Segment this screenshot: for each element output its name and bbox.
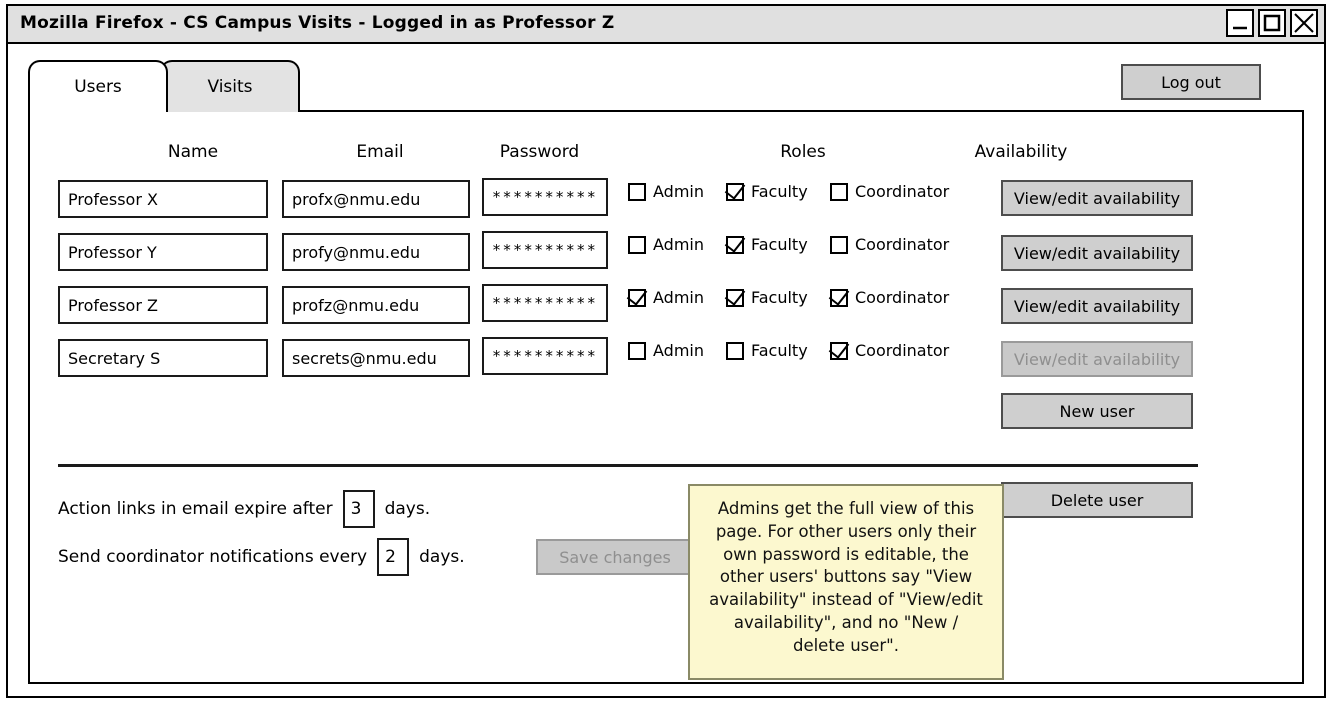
checkbox-coordinator-box <box>830 288 848 307</box>
email-field[interactable]: profy@nmu.edu <box>282 233 470 271</box>
role-label-admin: Admin <box>653 235 704 254</box>
password-field[interactable]: ********** <box>482 231 608 269</box>
role-checkbox-faculty[interactable]: Faculty <box>726 288 808 307</box>
view-edit-availability-button-disabled: View/edit availability <box>1001 341 1193 377</box>
availability-label: View/edit availability <box>1013 243 1181 263</box>
close-icon[interactable] <box>1290 9 1318 37</box>
sticky-note: Admins get the full view of this page. F… <box>688 484 1004 680</box>
role-checkbox-coordinator[interactable]: Coordinator <box>830 235 949 254</box>
minimize-icon[interactable] <box>1226 9 1254 37</box>
sticky-note-text: Admins get the full view of this page. F… <box>709 499 983 655</box>
notify-prefix-label: Send coordinator notifications every <box>58 547 368 567</box>
role-label-faculty: Faculty <box>751 182 808 201</box>
logout-button[interactable]: Log out <box>1121 64 1261 100</box>
role-checkbox-admin[interactable]: Admin <box>628 235 704 254</box>
browser-window: Mozilla Firefox - CS Campus Visits - Log… <box>6 4 1326 698</box>
availability-label: View/edit availability <box>1013 188 1181 208</box>
tab-users-label: Users <box>74 77 122 97</box>
view-edit-availability-button[interactable]: View/edit availability <box>1001 235 1193 271</box>
tab-visits[interactable]: Visits <box>160 60 300 112</box>
role-label-coordinator: Coordinator <box>855 341 950 360</box>
name-field[interactable]: Professor X <box>58 180 268 218</box>
checkbox-faculty-box <box>726 341 744 360</box>
checkbox-admin-box <box>628 182 646 201</box>
email-field[interactable]: secrets@nmu.edu <box>282 339 470 377</box>
notify-days-input[interactable]: 2 <box>377 538 410 576</box>
password-field[interactable]: ********** <box>482 337 608 375</box>
new-user-label: New user <box>1059 401 1135 421</box>
name-field[interactable]: Professor Y <box>58 233 268 271</box>
name-field[interactable]: Secretary S <box>58 339 268 377</box>
role-label-coordinator: Coordinator <box>855 235 950 254</box>
section-divider <box>58 464 1198 467</box>
view-edit-availability-button[interactable]: View/edit availability <box>1001 288 1193 324</box>
email-field[interactable]: profx@nmu.edu <box>282 180 470 218</box>
role-checkbox-coordinator[interactable]: Coordinator <box>830 288 949 307</box>
maximize-icon[interactable] <box>1258 9 1286 37</box>
checkbox-admin-box <box>628 288 646 307</box>
role-label-coordinator: Coordinator <box>855 288 950 307</box>
expire-prefix-label: Action links in email expire after <box>58 499 333 519</box>
column-header-email: Email <box>356 142 404 162</box>
checkbox-coordinator-box <box>830 182 848 201</box>
role-checkbox-faculty[interactable]: Faculty <box>726 182 808 201</box>
role-label-admin: Admin <box>653 182 704 201</box>
tab-users[interactable]: Users <box>28 60 168 112</box>
checkbox-faculty-box <box>726 182 744 201</box>
column-header-availability: Availability <box>974 142 1068 162</box>
active-tab-merge-strip <box>30 108 166 116</box>
checkbox-admin-box <box>628 235 646 254</box>
role-checkbox-admin[interactable]: Admin <box>628 288 704 307</box>
column-header-password: Password <box>499 142 580 162</box>
password-field[interactable]: ********** <box>482 284 608 322</box>
role-label-admin: Admin <box>653 341 704 360</box>
role-checkbox-admin[interactable]: Admin <box>628 341 704 360</box>
checkbox-faculty-box <box>726 235 744 254</box>
role-label-faculty: Faculty <box>751 288 808 307</box>
expire-setting-row: Action links in email expire after 3 day… <box>58 490 430 528</box>
column-header-name: Name <box>167 142 219 162</box>
delete-user-label: Delete user <box>1050 490 1144 510</box>
delete-user-button[interactable]: Delete user <box>1001 482 1193 518</box>
title-bar: Mozilla Firefox - CS Campus Visits - Log… <box>8 6 1324 44</box>
availability-label: View/edit availability <box>1013 349 1181 369</box>
role-checkbox-coordinator[interactable]: Coordinator <box>830 182 949 201</box>
notify-suffix-label: days. <box>419 547 465 567</box>
checkbox-coordinator-box <box>830 235 848 254</box>
role-label-coordinator: Coordinator <box>855 182 950 201</box>
checkbox-admin-box <box>628 341 646 360</box>
checkbox-coordinator-box <box>830 341 848 360</box>
save-changes-button: Save changes <box>536 539 694 575</box>
role-checkbox-coordinator[interactable]: Coordinator <box>830 341 949 360</box>
expire-days-input[interactable]: 3 <box>342 490 375 528</box>
password-field[interactable]: ********** <box>482 178 608 216</box>
checkbox-faculty-box <box>726 288 744 307</box>
role-checkbox-faculty[interactable]: Faculty <box>726 235 808 254</box>
availability-label: View/edit availability <box>1013 296 1181 316</box>
window-controls <box>1226 9 1318 37</box>
window-title: Mozilla Firefox - CS Campus Visits - Log… <box>20 13 615 33</box>
tab-visits-label: Visits <box>207 77 253 97</box>
column-header-roles: Roles <box>780 142 826 162</box>
view-edit-availability-button[interactable]: View/edit availability <box>1001 180 1193 216</box>
role-label-faculty: Faculty <box>751 235 808 254</box>
new-user-button[interactable]: New user <box>1001 393 1193 429</box>
logout-label: Log out <box>1161 72 1221 92</box>
expire-suffix-label: days. <box>384 499 431 519</box>
users-panel: Name Email Password Roles Availability P… <box>28 110 1304 684</box>
email-field[interactable]: profz@nmu.edu <box>282 286 470 324</box>
role-label-admin: Admin <box>653 288 704 307</box>
role-checkbox-faculty[interactable]: Faculty <box>726 341 808 360</box>
save-changes-label: Save changes <box>559 547 671 567</box>
role-label-faculty: Faculty <box>751 341 808 360</box>
notify-setting-row: Send coordinator notifications every 2 d… <box>58 538 465 576</box>
name-field[interactable]: Professor Z <box>58 286 268 324</box>
role-checkbox-admin[interactable]: Admin <box>628 182 704 201</box>
